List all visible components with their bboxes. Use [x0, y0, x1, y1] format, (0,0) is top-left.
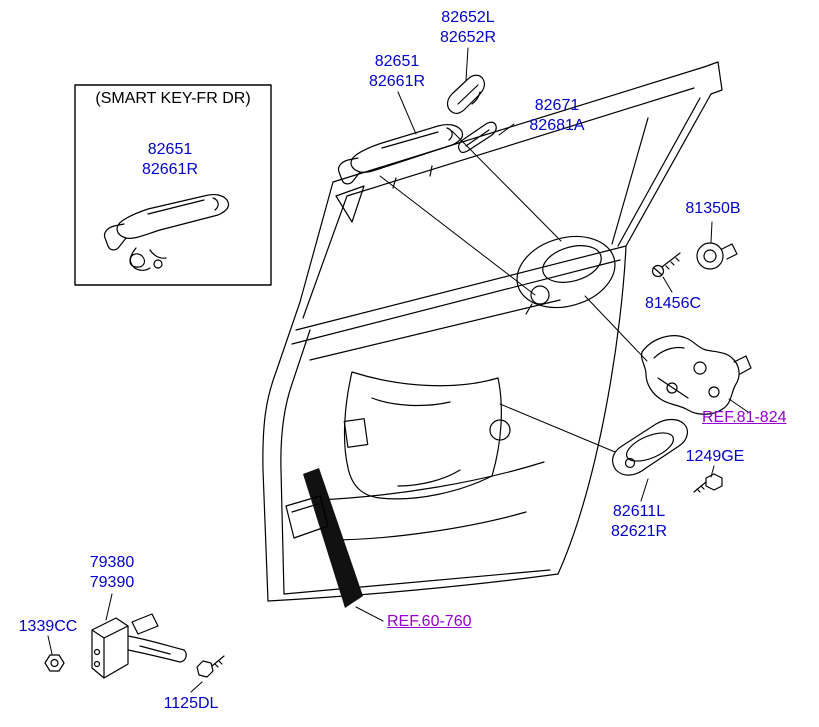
label-82652[interactable]: 82652L 82652R: [420, 8, 516, 48]
latch-screw-grommet-art: [651, 242, 738, 278]
label-81350b[interactable]: 81350B: [668, 199, 758, 219]
part-number[interactable]: 82652L: [441, 9, 495, 26]
bolt-1249ge-art: [693, 473, 723, 493]
part-number[interactable]: 82651: [147, 141, 193, 158]
label-82611[interactable]: 82611L 82621R: [594, 502, 684, 542]
inset-title: (SMART KEY-FR DR): [95, 90, 251, 107]
ref-link-60-760[interactable]: REF.60-760: [387, 613, 472, 630]
part-number[interactable]: 1125DL: [163, 695, 219, 712]
label-79380[interactable]: 79380 79390: [68, 553, 156, 593]
part-number[interactable]: 79390: [89, 574, 135, 591]
part-number[interactable]: 81350B: [685, 200, 741, 217]
label-1249ge[interactable]: 1249GE: [672, 447, 758, 467]
part-number[interactable]: 79380: [89, 554, 135, 571]
door-art: [262, 61, 723, 608]
outside-handle-art: [337, 124, 464, 189]
part-number[interactable]: 82681A: [529, 117, 585, 134]
part-number[interactable]: 82611L: [612, 503, 666, 520]
part-number[interactable]: 82671: [534, 97, 580, 114]
label-82651[interactable]: 82651 82661R: [350, 52, 444, 92]
part-number[interactable]: 82661R: [368, 73, 426, 90]
label-1125dl[interactable]: 1125DL: [148, 694, 234, 714]
inset-handle-art: [103, 194, 230, 271]
handle-pad-art: [458, 121, 497, 153]
label-inset-82651[interactable]: 82651 82661R: [126, 140, 214, 180]
part-number[interactable]: 82661R: [141, 161, 199, 178]
inside-handle-art: [612, 418, 689, 476]
ref-link-81-824[interactable]: REF.81-824: [702, 409, 787, 426]
part-number[interactable]: 81456C: [644, 295, 702, 312]
label-82671[interactable]: 82671 82681A: [512, 96, 602, 136]
part-number[interactable]: 82651: [374, 53, 420, 70]
part-number[interactable]: 1249GE: [685, 448, 745, 465]
part-number[interactable]: 82652R: [439, 29, 497, 46]
label-1339cc[interactable]: 1339CC: [6, 617, 90, 637]
part-number[interactable]: 1339CC: [18, 618, 78, 635]
label-81456c[interactable]: 81456C: [628, 294, 718, 314]
part-number[interactable]: 82621R: [610, 523, 668, 540]
smart-key-inset-box: [74, 84, 272, 286]
door-checker-art: [44, 613, 225, 679]
handle-cover-art: [446, 74, 485, 115]
leader-lines: [47, 47, 749, 693]
latch-assembly-art: [640, 335, 752, 415]
